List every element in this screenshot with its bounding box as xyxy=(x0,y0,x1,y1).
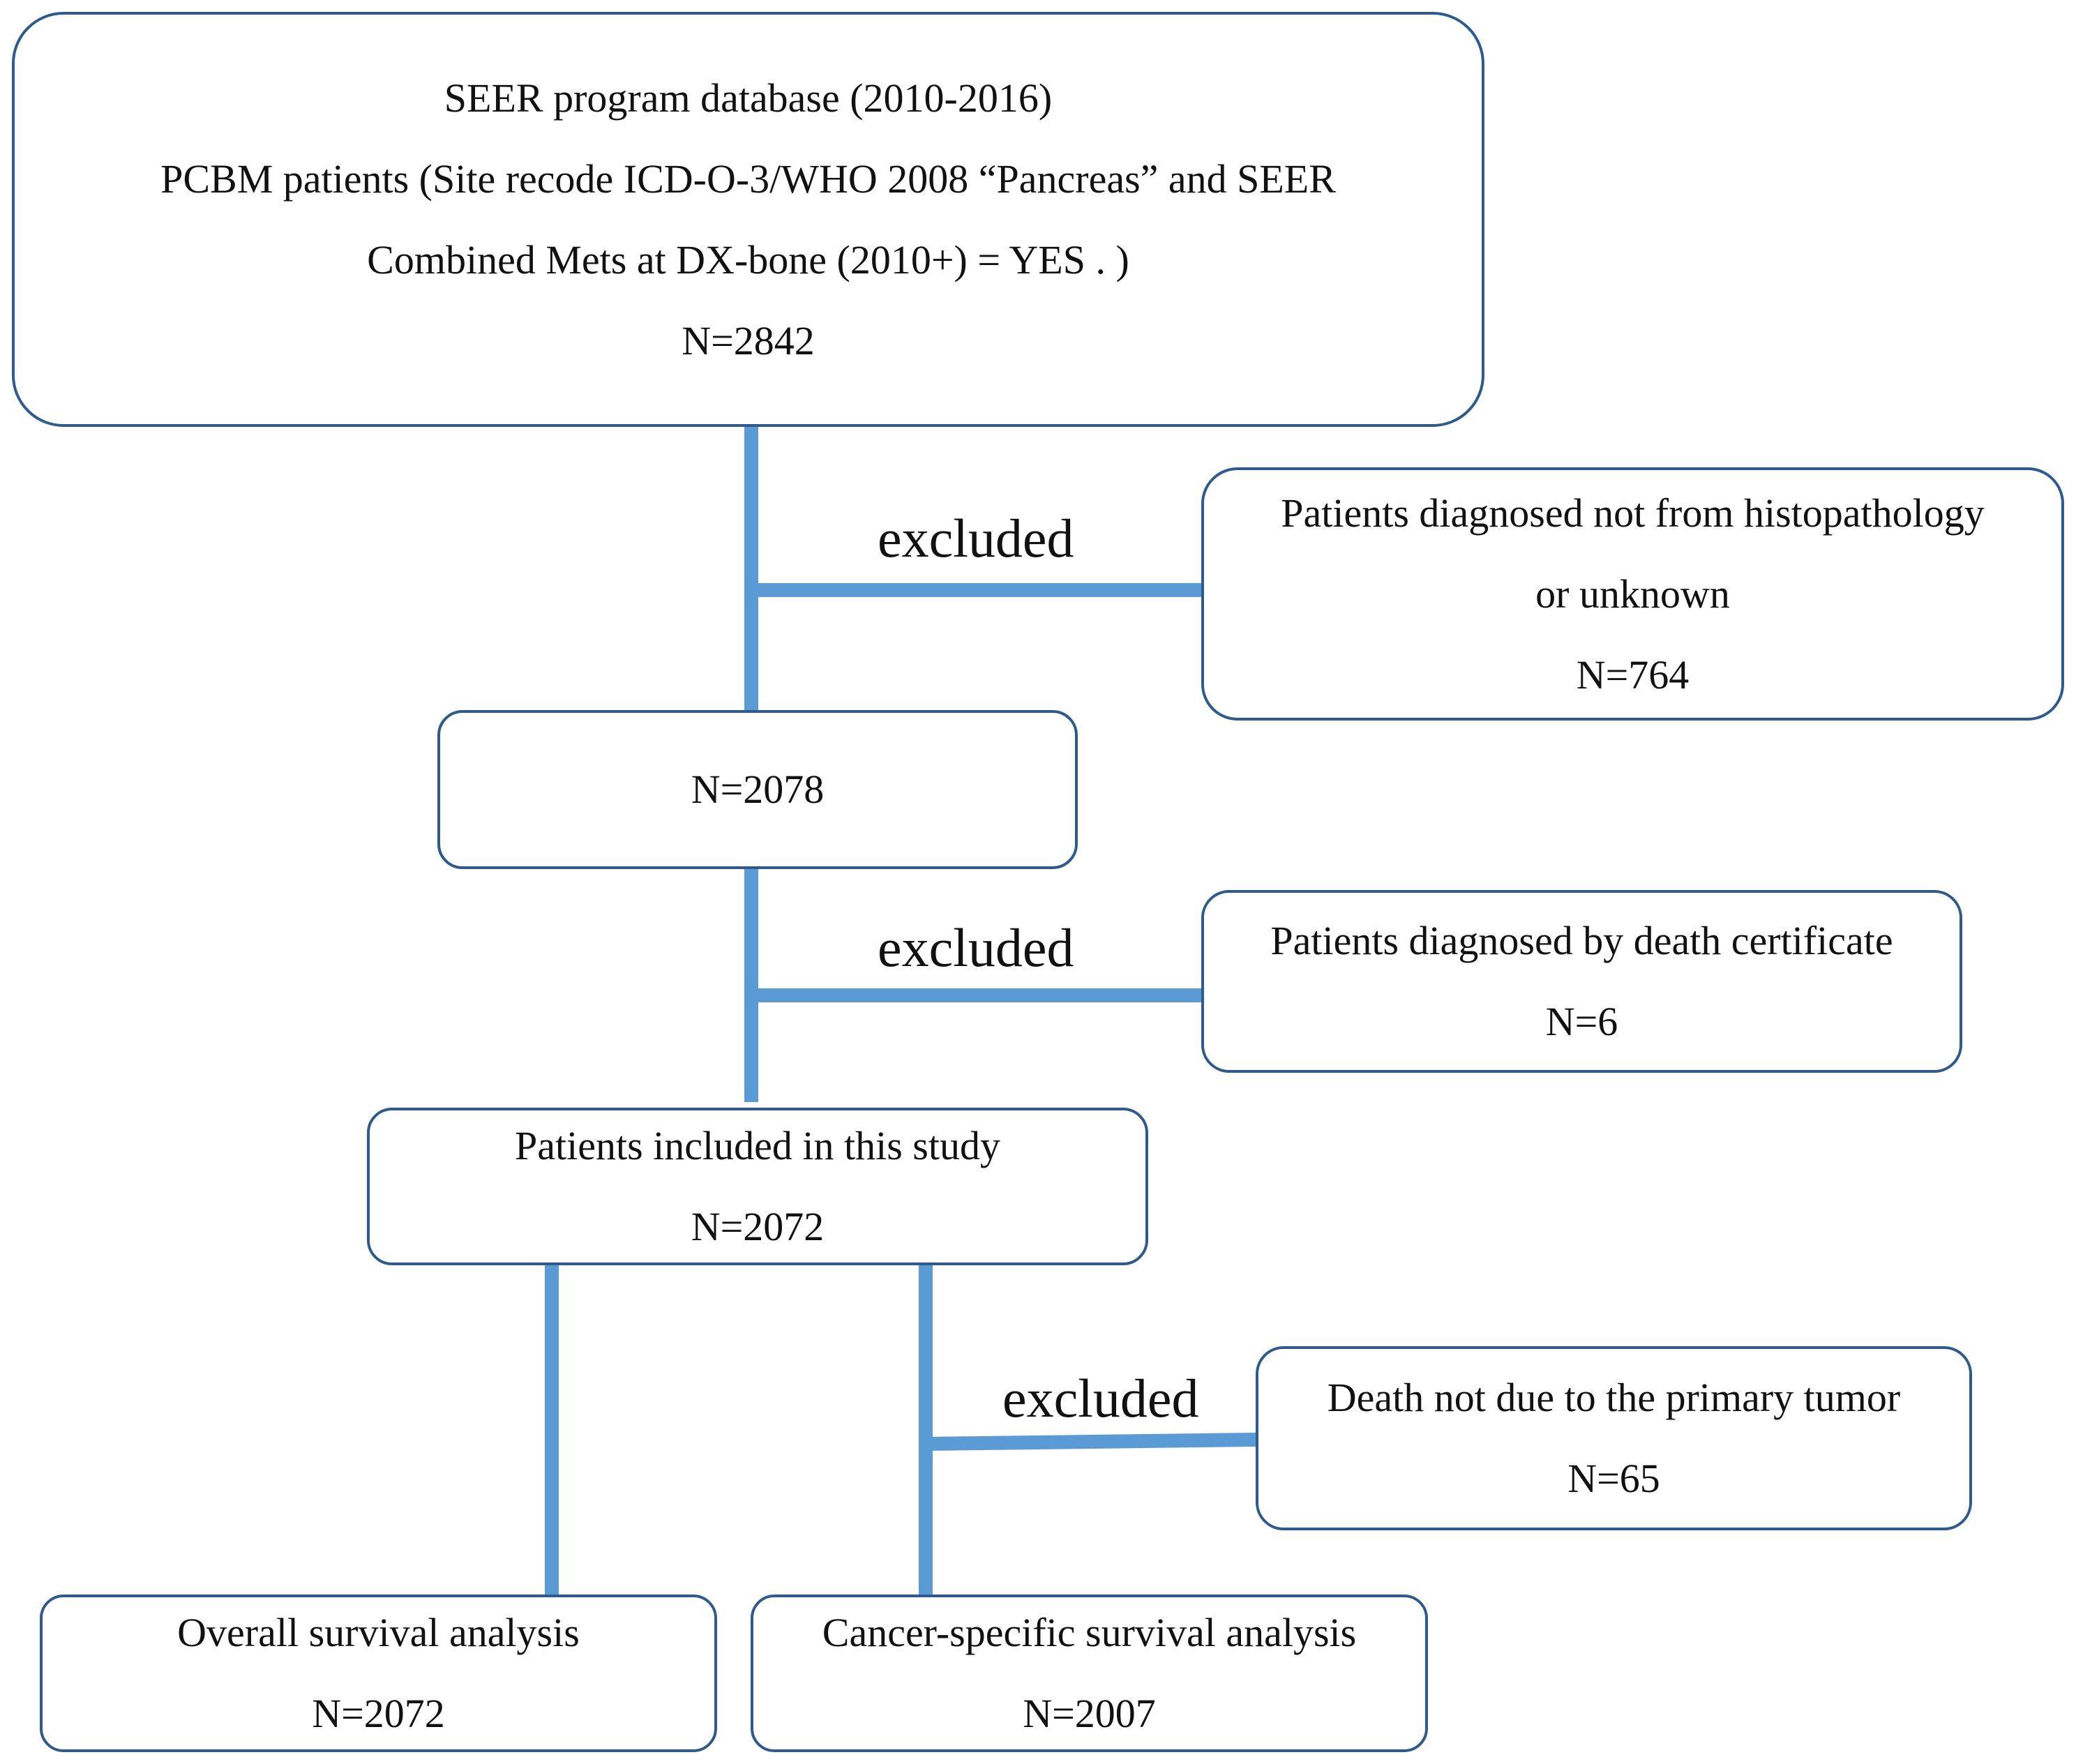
source-count: N=2842 xyxy=(682,317,815,363)
exclusion-1-line-1: Patients diagnosed not from histopatholo… xyxy=(1281,490,1985,536)
cancer-specific-survival-line-1: Cancer-specific survival analysis xyxy=(822,1610,1357,1655)
included-count: N=2072 xyxy=(691,1204,825,1249)
connector-exclusion3-branch xyxy=(926,1433,1256,1451)
step1-box: N=2078 xyxy=(437,710,1078,869)
excluded-label-2: excluded xyxy=(878,917,1074,978)
connector-included-to-overall xyxy=(545,1264,559,1595)
exclusion-box-2: Patients diagnosed by death certificate … xyxy=(1201,890,1962,1073)
included-line-1: Patients included in this study xyxy=(515,1123,1000,1168)
exclusion-box-1: Patients diagnosed not from histopatholo… xyxy=(1201,467,2064,721)
exclusion-box-3: Death not due to the primary tumor N=65 xyxy=(1256,1346,1972,1530)
overall-survival-box: Overall survival analysis N=2072 xyxy=(40,1595,717,1752)
connector-step1-to-included xyxy=(744,869,758,1102)
connector-exclusion2-branch xyxy=(744,988,1201,1002)
source-line-3: Combined Mets at DX-bone (2010+) = YES .… xyxy=(367,236,1129,282)
overall-survival-count: N=2072 xyxy=(312,1691,445,1736)
source-line-2: PCBM patients (Site recode ICD-O-3/WHO 2… xyxy=(160,156,1336,202)
cancer-specific-survival-box: Cancer-specific survival analysis N=2007 xyxy=(751,1595,1428,1752)
connector-source-to-step1 xyxy=(744,427,758,710)
exclusion-1-line-2: or unknown xyxy=(1535,571,1730,617)
connector-included-to-cancer-specific xyxy=(919,1264,933,1595)
exclusion-1-count: N=764 xyxy=(1576,651,1690,698)
exclusion-2-count: N=6 xyxy=(1545,999,1618,1044)
exclusion-3-count: N=65 xyxy=(1567,1456,1660,1501)
excluded-label-1: excluded xyxy=(878,508,1074,568)
overall-survival-line-1: Overall survival analysis xyxy=(177,1610,580,1655)
excluded-label-3: excluded xyxy=(1002,1368,1199,1428)
source-box: SEER program database (2010-2016) PCBM p… xyxy=(12,12,1484,427)
source-line-1: SEER program database (2010-2016) xyxy=(444,75,1053,121)
connector-exclusion1-branch xyxy=(744,583,1201,597)
included-box: Patients included in this study N=2072 xyxy=(367,1108,1148,1265)
cancer-specific-survival-count: N=2007 xyxy=(1023,1691,1156,1736)
step1-count: N=2078 xyxy=(691,767,825,812)
exclusion-3-line-1: Death not due to the primary tumor xyxy=(1327,1375,1901,1420)
exclusion-2-line-1: Patients diagnosed by death certificate xyxy=(1270,918,1893,963)
